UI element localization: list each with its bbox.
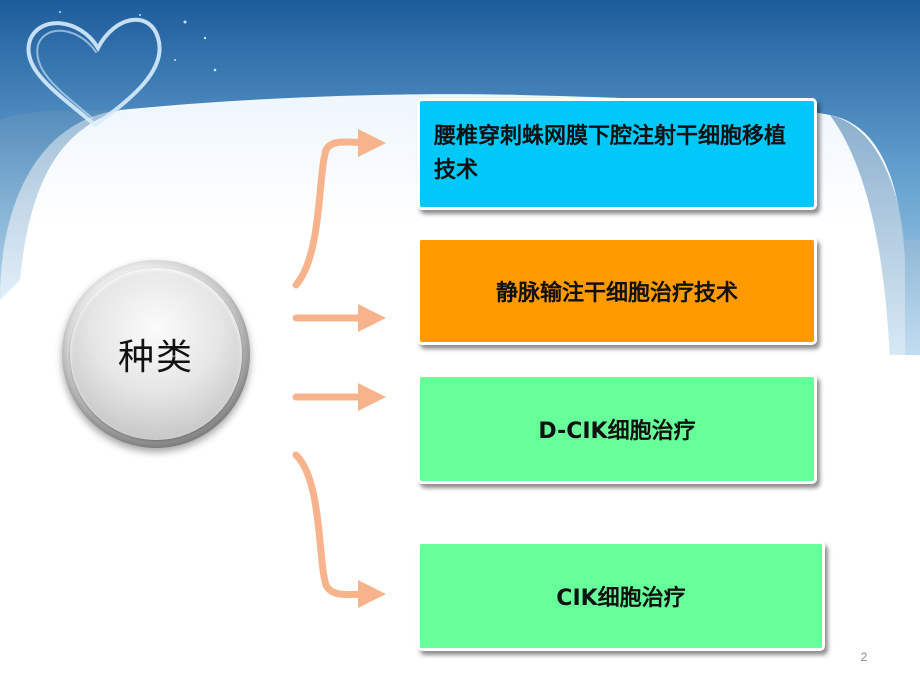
category-circle: 种类: [62, 260, 250, 448]
item-label: CIK细胞治疗: [556, 586, 686, 611]
item-box-cik: CIK细胞治疗: [417, 541, 825, 651]
item-label: D-CIK细胞治疗: [538, 419, 696, 444]
item-box-lumbar-puncture: 腰椎穿刺蛛网膜下腔注射干细胞移植技术: [417, 98, 817, 210]
arrow-to-item-1: [292, 128, 386, 289]
category-label: 种类: [117, 337, 194, 378]
page-number: 2: [860, 650, 868, 664]
heart-icon: [26, 17, 162, 128]
connector-arrows: [292, 128, 386, 609]
arrow-to-item-4: [292, 451, 386, 609]
item-label: 静脉输注干细胞治疗技术: [495, 281, 738, 306]
item-box-iv-infusion: 静脉输注干细胞治疗技术: [417, 237, 817, 345]
item-box-dcik: D-CIK细胞治疗: [417, 374, 817, 484]
item-label: 腰椎穿刺蛛网膜下腔注射干细胞移植技术: [434, 124, 787, 183]
